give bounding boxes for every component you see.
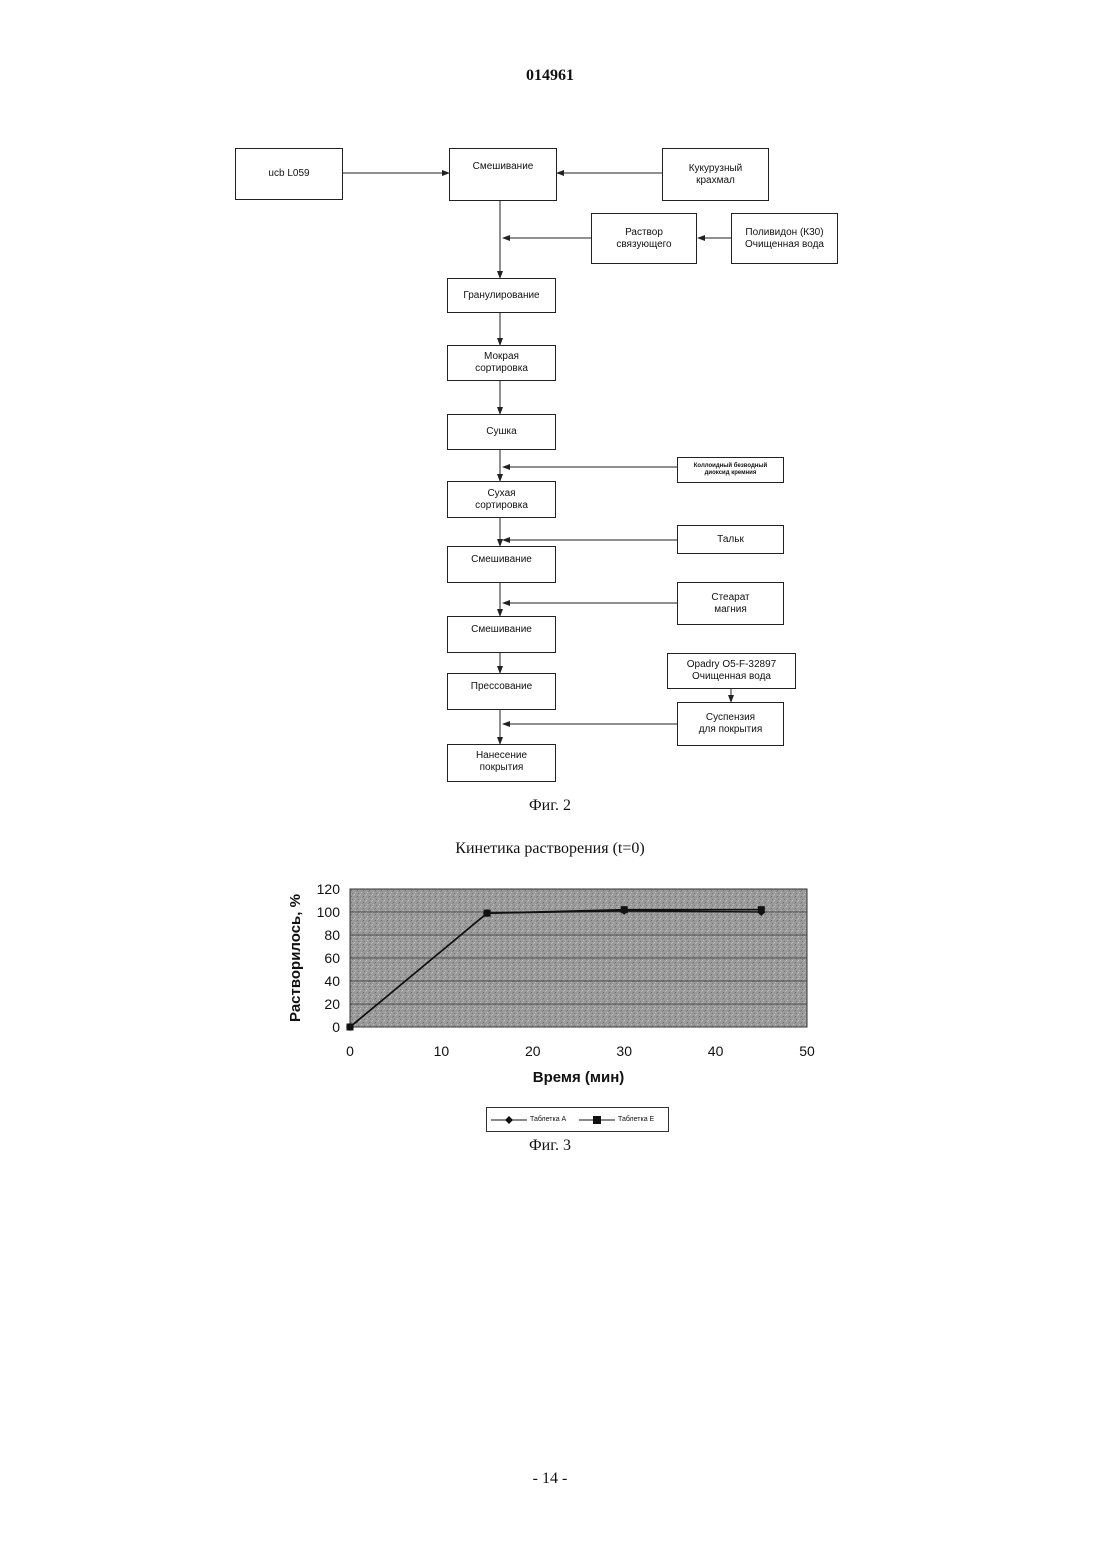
legend-label-tablet-e: Таблетка Е (618, 1116, 654, 1123)
x-tick-label: 40 (708, 1043, 724, 1059)
y-axis-label: Растворилось, % (287, 894, 304, 1022)
y-tick-label: 100 (317, 904, 341, 920)
y-tick-label: 20 (324, 996, 340, 1012)
x-tick-label: 0 (346, 1043, 354, 1059)
x-tick-label: 10 (434, 1043, 450, 1059)
x-tick-label: 20 (525, 1043, 541, 1059)
y-tick-label: 120 (317, 881, 341, 897)
x-axis-label: Время (мин) (533, 1069, 625, 1086)
legend-item-tablet-e: Таблетка Е (579, 1108, 654, 1131)
x-tick-label: 30 (616, 1043, 632, 1059)
page-number: - 14 - (0, 1470, 1100, 1488)
y-tick-label: 60 (324, 950, 340, 966)
data-point-tablet-e (484, 910, 491, 917)
y-tick-label: 0 (332, 1019, 340, 1035)
x-tick-label: 50 (799, 1043, 815, 1059)
y-tick-label: 80 (324, 927, 340, 943)
chart-legend: Таблетка А Таблетка Е (486, 1107, 669, 1132)
legend-label-tablet-a: Таблетка А (530, 1116, 566, 1123)
data-point-tablet-e (347, 1024, 354, 1031)
legend-item-tablet-a: Таблетка А (491, 1108, 566, 1131)
figure-3-caption: Фиг. 3 (0, 1137, 1100, 1155)
data-point-tablet-e (758, 906, 765, 913)
legend-diamond-marker (491, 1114, 527, 1126)
data-point-tablet-e (621, 906, 628, 913)
y-tick-label: 40 (324, 973, 340, 989)
legend-square-marker (579, 1114, 615, 1126)
